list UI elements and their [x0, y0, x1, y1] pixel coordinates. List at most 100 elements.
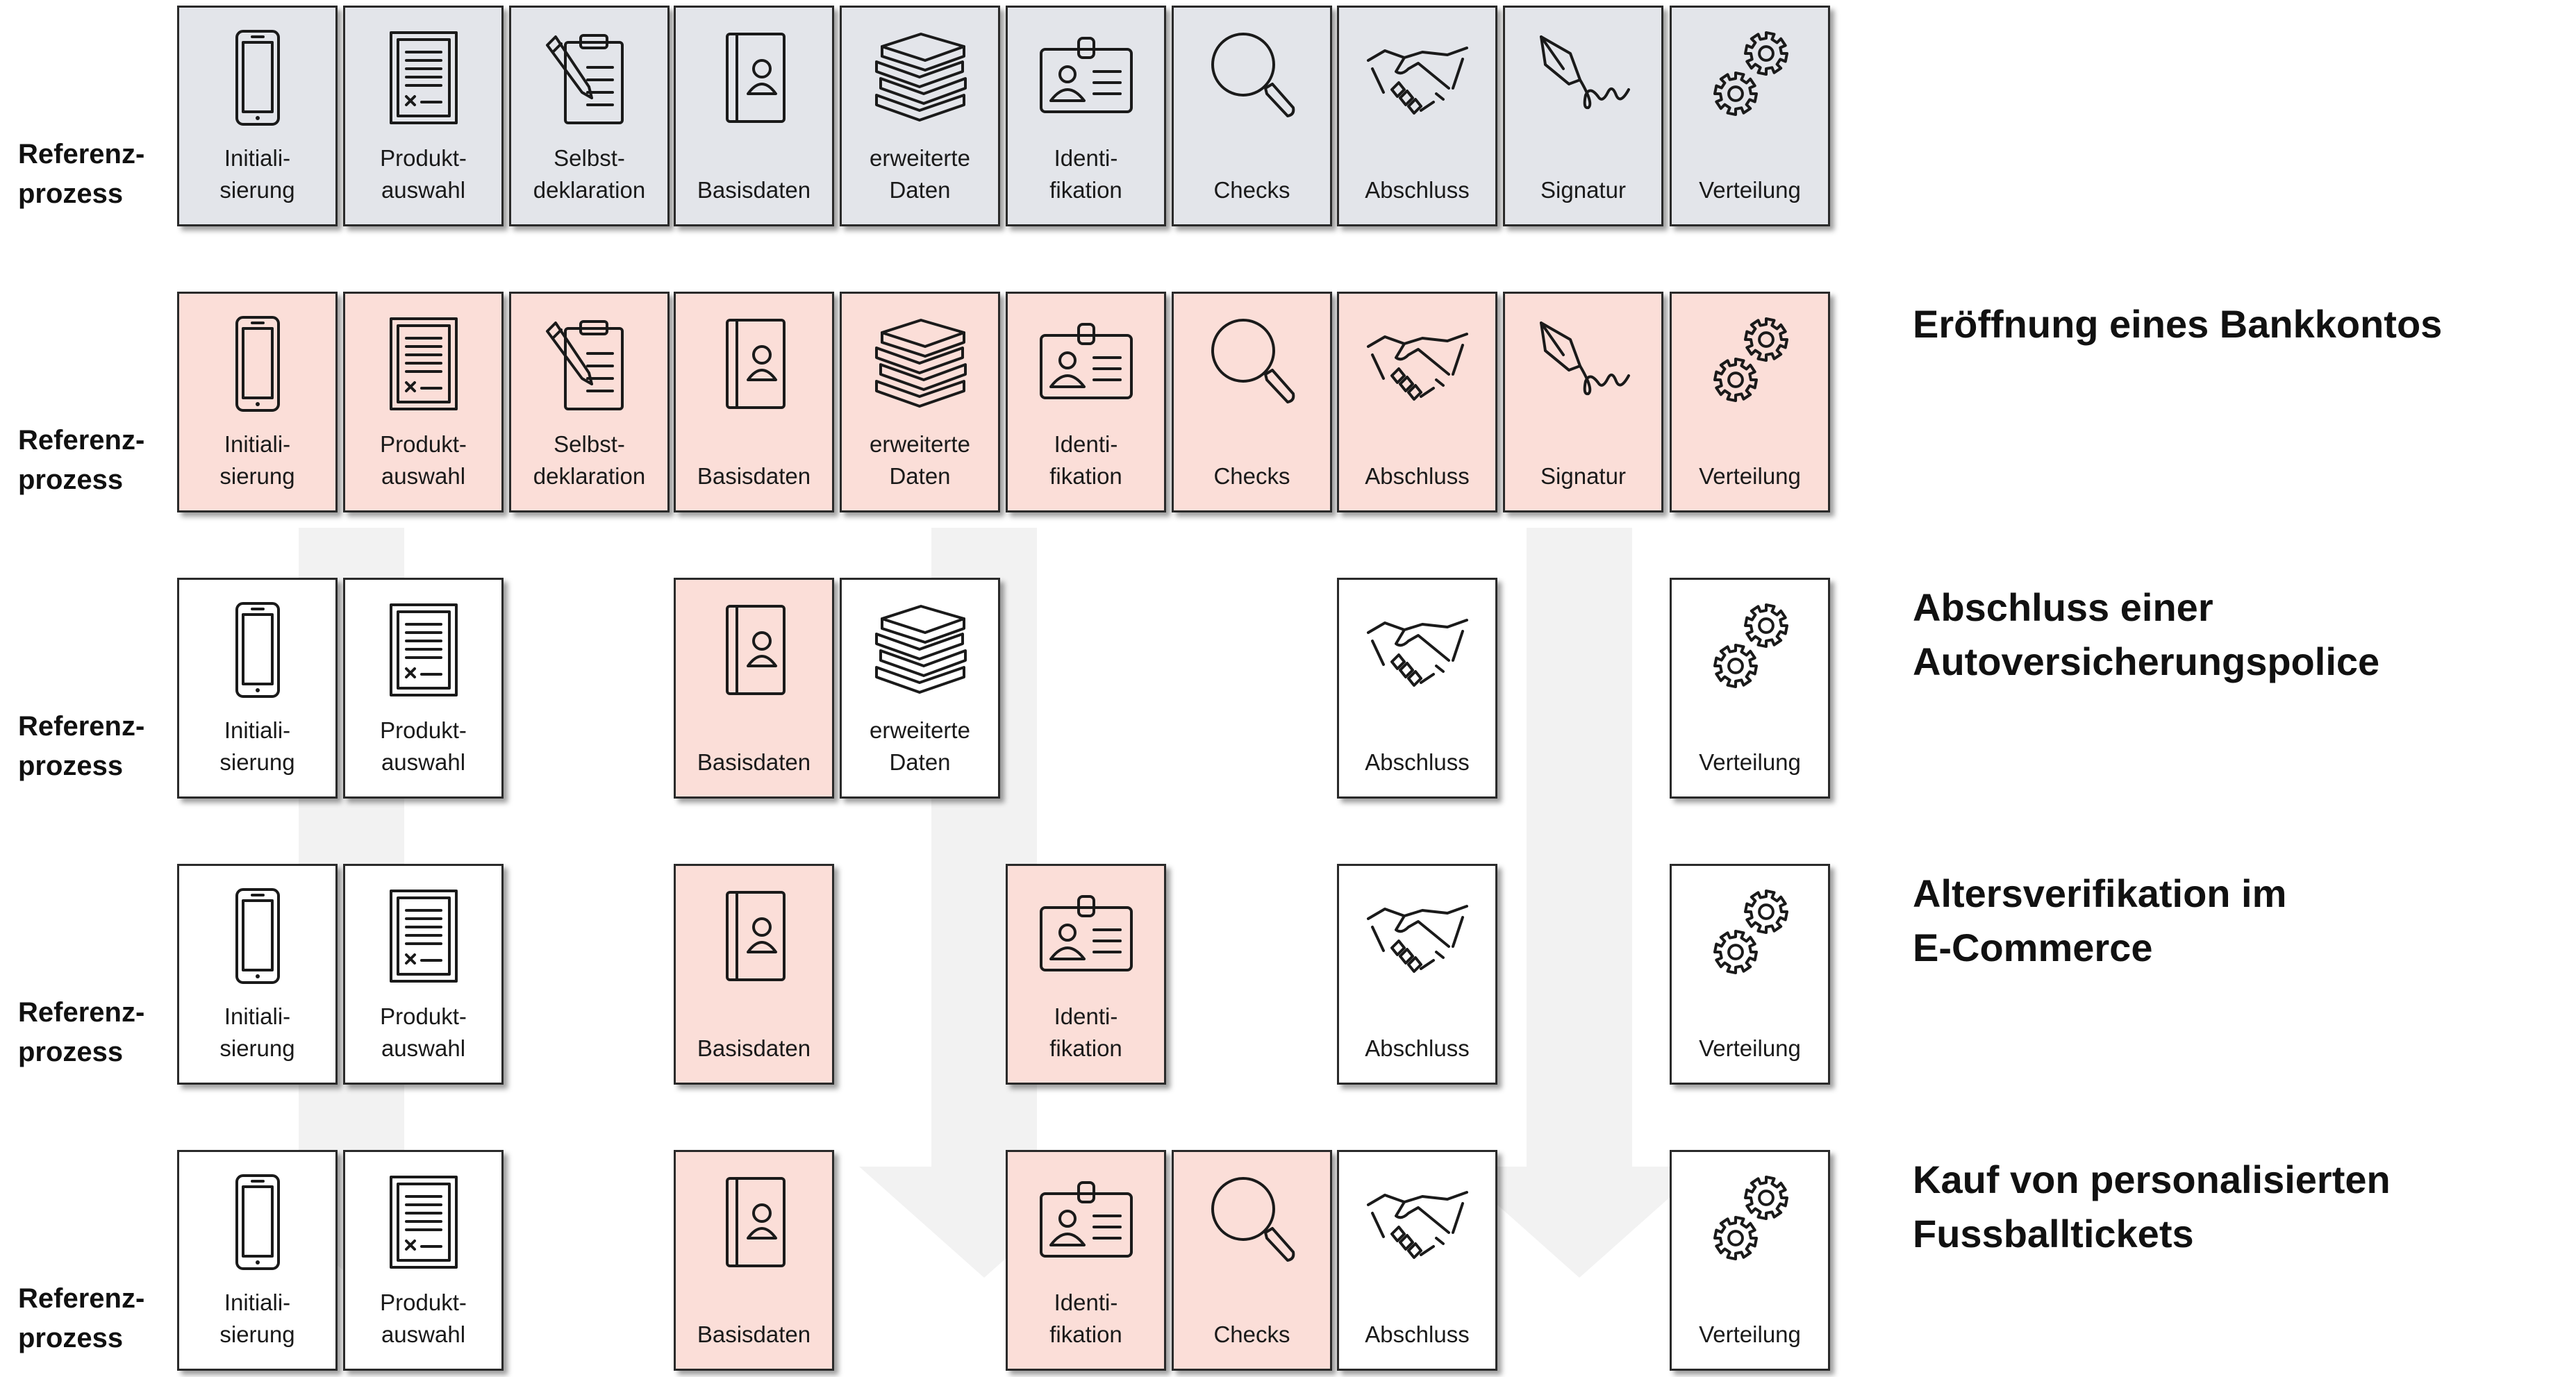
step-label-line: Initiali- — [224, 431, 291, 457]
step-label-line: deklaration — [533, 463, 646, 489]
step-label-line: Produkt- — [380, 1290, 467, 1315]
clipboard-pencil-icon — [538, 312, 642, 416]
step-label: Identi-fikation — [1008, 428, 1164, 492]
row-label: Referenz-prozess — [18, 993, 178, 1072]
step-label: Basisdaten — [676, 460, 832, 492]
step-card-verteilung: Verteilung — [1670, 1150, 1830, 1371]
step-label-line: erweiterte — [870, 431, 970, 457]
step-label: Produkt-auswahl — [345, 1287, 501, 1351]
step-label-line: Verteilung — [1699, 177, 1801, 203]
step-label-line: Basisdaten — [697, 1035, 811, 1061]
handshake-icon — [1365, 884, 1470, 988]
step-card-signatur: Signatur — [1503, 6, 1663, 226]
step-label-line: sierung — [219, 463, 295, 489]
document-form-icon — [372, 884, 476, 988]
step-label-line: Produkt- — [380, 717, 467, 743]
row-label-line: prozess — [18, 465, 124, 495]
smartphone-icon — [206, 598, 310, 702]
id-card-icon — [1034, 1170, 1138, 1274]
step-card-verteilung: Verteilung — [1670, 292, 1830, 512]
step-label: Produkt-auswahl — [345, 1001, 501, 1065]
step-label: Identi-fikation — [1008, 1287, 1164, 1351]
step-label-line: auswahl — [381, 177, 466, 203]
gears-icon — [1698, 598, 1802, 702]
step-label-line: Identi- — [1054, 1003, 1118, 1029]
step-card-checks: Checks — [1172, 1150, 1332, 1371]
contact-book-icon — [702, 26, 806, 130]
step-card-init: Initiali-sierung — [177, 6, 338, 226]
step-card-checks: Checks — [1172, 6, 1332, 226]
smartphone-icon — [206, 312, 310, 416]
step-label-line: erweiterte — [870, 717, 970, 743]
document-form-icon — [372, 26, 476, 130]
step-card-abschluss: Abschluss — [1337, 864, 1497, 1085]
step-card-abschluss: Abschluss — [1337, 292, 1497, 512]
step-label-line: Checks — [1213, 1321, 1290, 1347]
step-label-line: Produkt- — [380, 431, 467, 457]
step-label: Selbst-deklaration — [511, 428, 667, 492]
step-card-ident: Identi-fikation — [1006, 6, 1166, 226]
step-label: Initiali-sierung — [179, 715, 335, 778]
step-label: Signatur — [1505, 460, 1661, 492]
step-card-init: Initiali-sierung — [177, 292, 338, 512]
step-card-basis: Basisdaten — [674, 864, 834, 1085]
step-card-init: Initiali-sierung — [177, 864, 338, 1085]
step-label: Basisdaten — [676, 1319, 832, 1351]
step-label: Checks — [1174, 460, 1330, 492]
smartphone-icon — [206, 26, 310, 130]
scenario-title-line: Fussballtickets — [1913, 1212, 2194, 1255]
books-stack-icon — [868, 26, 972, 130]
step-label-line: Abschluss — [1365, 177, 1470, 203]
step-label-line: Selbst- — [554, 145, 625, 171]
step-label: Abschluss — [1339, 460, 1495, 492]
fountain-pen-signature-icon — [1531, 312, 1636, 416]
step-card-produkt: Produkt-auswahl — [343, 578, 504, 799]
scenario-title-line: Altersverifikation im — [1913, 871, 2287, 915]
step-label-line: Checks — [1213, 463, 1290, 489]
step-label: Initiali-sierung — [179, 1001, 335, 1065]
row-label-line: Referenz- — [18, 425, 145, 456]
step-label: Signatur — [1505, 174, 1661, 206]
handshake-icon — [1365, 26, 1470, 130]
step-label-line: fikation — [1049, 177, 1122, 203]
step-label-line: auswahl — [381, 463, 466, 489]
step-label-line: erweiterte — [870, 145, 970, 171]
id-card-icon — [1034, 884, 1138, 988]
step-label-line: auswahl — [381, 749, 466, 775]
step-label-line: Identi- — [1054, 145, 1118, 171]
step-card-ident: Identi-fikation — [1006, 1150, 1166, 1371]
step-label: Verteilung — [1672, 746, 1828, 778]
row-label-line: prozess — [18, 178, 124, 209]
books-stack-icon — [868, 598, 972, 702]
books-stack-icon — [868, 312, 972, 416]
step-label-line: Signatur — [1540, 177, 1626, 203]
handshake-icon — [1365, 312, 1470, 416]
row-label-line: prozess — [18, 1323, 124, 1353]
step-label: Verteilung — [1672, 1319, 1828, 1351]
scenario-title-line: E-Commerce — [1913, 926, 2153, 969]
step-label-line: Produkt- — [380, 145, 467, 171]
step-label-line: Signatur — [1540, 463, 1626, 489]
step-card-init: Initiali-sierung — [177, 578, 338, 799]
step-card-init: Initiali-sierung — [177, 1150, 338, 1371]
id-card-icon — [1034, 26, 1138, 130]
scenario-title-line: Autoversicherungspolice — [1913, 640, 2380, 683]
step-label: Initiali-sierung — [179, 1287, 335, 1351]
contact-book-icon — [702, 1170, 806, 1274]
step-card-verteilung: Verteilung — [1670, 864, 1830, 1085]
step-label-line: Daten — [889, 463, 951, 489]
row-label: Referenz-prozess — [18, 707, 178, 786]
step-label: Verteilung — [1672, 174, 1828, 206]
handshake-icon — [1365, 598, 1470, 702]
scenario-title-line: Eröffnung eines Bankkontos — [1913, 302, 2443, 346]
step-label-line: sierung — [219, 177, 295, 203]
step-label-line: fikation — [1049, 1321, 1122, 1347]
step-card-basis: Basisdaten — [674, 1150, 834, 1371]
